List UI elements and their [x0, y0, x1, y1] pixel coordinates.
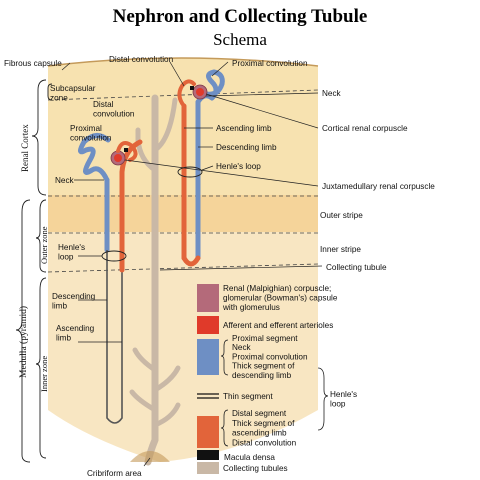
cortical-distal-convolution — [177, 79, 196, 108]
cortical-proximal-convolution — [195, 69, 225, 105]
leader-cribriform — [143, 457, 151, 467]
label-neck-right: Neck — [322, 89, 342, 98]
label-proximal-convolution-top: Proximal convolution — [232, 59, 308, 68]
legend-thin-text: Thin segment — [223, 392, 273, 401]
label-ascending-limb-right: Ascending limb — [216, 124, 272, 133]
leader-neck-right — [205, 92, 319, 97]
label-fibrous-capsule: Fibrous capsule — [4, 59, 62, 68]
zone-inner-zone: Inner zone — [39, 356, 49, 392]
brace-inner-zone — [35, 277, 47, 459]
legend-arterioles-text: Afferent and efferent arterioles — [223, 321, 333, 330]
label-collecting-tubule: Collecting tubule — [326, 263, 387, 272]
juxta-macula-densa — [124, 148, 128, 152]
juxta-thin-segment — [106, 250, 123, 424]
leader-henle-right — [201, 165, 214, 171]
legend-collecting-text: Collecting tubules — [223, 464, 288, 473]
label-cribriform-area: Cribriform area — [87, 469, 142, 478]
label-outer-stripe: Outer stripe — [320, 211, 363, 220]
collecting-tubules — [129, 94, 181, 466]
label-juxtamedullary-corpuscle: Juxtamedullary renal corpuscle — [322, 182, 435, 191]
legend-swatch-macula — [197, 450, 219, 460]
collecting-duct-sprout-2 — [152, 365, 181, 393]
legend-swatch-collecting — [197, 462, 219, 474]
label-descending-limb-right: Descending limb — [216, 143, 277, 152]
label-henles-loop-right: Henle's loop — [216, 162, 261, 171]
legend-swatch-distal — [197, 416, 219, 448]
collecting-duct-sprout-1 — [132, 347, 158, 373]
brace-outer-zone — [35, 199, 47, 273]
legend-swatch-arterioles — [197, 316, 219, 334]
legend-swatch-corpuscle — [197, 284, 219, 312]
cortical-loop-bend — [181, 255, 201, 267]
cribriform-area — [130, 451, 170, 462]
zone-outer-zone: Outer zone — [39, 226, 49, 264]
zone-medulla: Medulla (pyramid) — [18, 306, 29, 378]
legend — [197, 284, 329, 474]
cortical-glomerulus — [196, 88, 204, 96]
subcapsular-boundary — [47, 89, 319, 101]
legend-swatch-proximal — [197, 339, 219, 375]
label-distal-convolution-top: Distal convolution — [109, 55, 174, 64]
juxta-ascending-limb — [119, 139, 143, 273]
legend-brace-distal — [220, 409, 229, 447]
collecting-duct-sprout-3 — [129, 389, 158, 413]
brace-medulla — [15, 199, 31, 463]
outer-inner-boundary — [47, 263, 319, 273]
label-neck-left: Neck — [55, 176, 75, 185]
collecting-duct-branch-right — [152, 97, 178, 153]
leader-proximal-top — [211, 61, 229, 77]
cortical-macula-densa — [190, 86, 194, 90]
legend-brace-henle — [317, 367, 329, 431]
label-inner-stripe: Inner stripe — [320, 245, 361, 254]
fibrous-capsule-line — [47, 57, 319, 67]
brace-cortex — [31, 79, 47, 196]
label-cortical-corpuscle: Cortical renal corpuscle — [322, 124, 408, 133]
legend-macula-text: Macula densa — [224, 453, 275, 462]
leader-collecting-tubule — [159, 265, 323, 271]
juxta-distal-convolution — [116, 140, 138, 162]
legend-corpuscle-text: Renal (Malpighian) corpuscle;glomerular … — [222, 284, 338, 312]
legend-brace-proximal — [220, 339, 229, 376]
leader-fibrous-capsule — [61, 62, 71, 71]
zone-braces — [15, 79, 53, 463]
leader-cortical-corpuscle — [205, 93, 319, 129]
juxta-proximal-convolution — [78, 133, 111, 183]
juxtamedullary-nephron — [78, 133, 143, 424]
brace-subcapsular — [47, 83, 53, 101]
leader-lines — [61, 61, 323, 467]
inner-zone-region — [48, 272, 318, 462]
collecting-duct-branch-left — [135, 127, 158, 173]
juxta-glomerulus — [114, 154, 122, 162]
figure-title: Nephron and Collecting Tubule — [112, 6, 368, 27]
zone-renal-cortex: Renal Cortex — [20, 124, 30, 172]
leader-distal-top — [169, 61, 185, 87]
leader-juxta-corpuscle — [124, 159, 319, 187]
figure-subtitle: Schema — [213, 30, 267, 49]
collecting-duct-sprout-4 — [152, 402, 181, 428]
henles-loop-ring-right — [177, 166, 203, 178]
